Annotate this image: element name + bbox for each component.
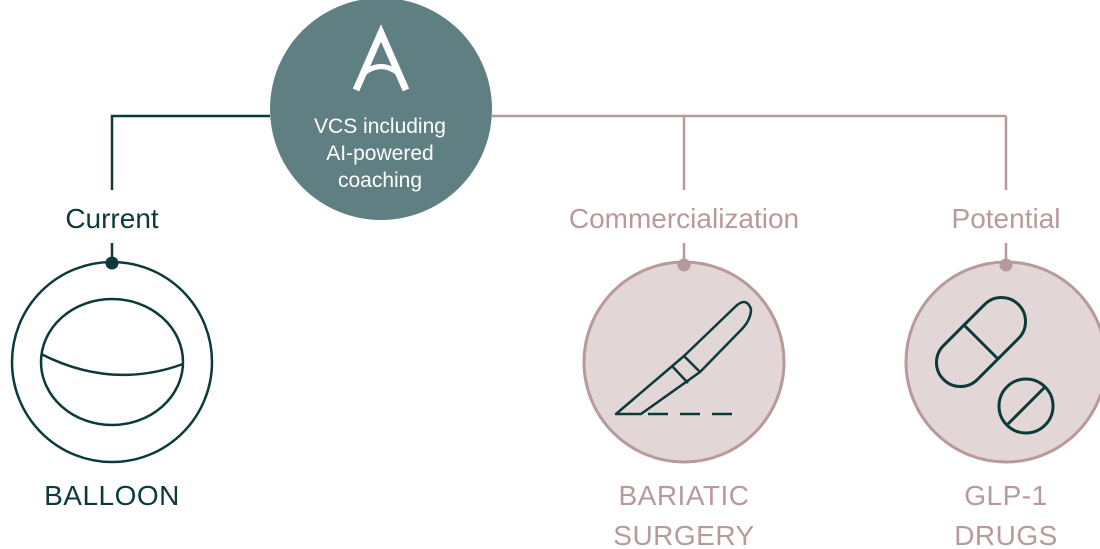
connector-future xyxy=(492,114,1008,263)
glp1-connector-dot xyxy=(999,258,1013,272)
pills-icon xyxy=(934,295,1055,435)
letter-a-logo-icon xyxy=(352,24,410,92)
glp1-label-line-2: DRUGS xyxy=(954,520,1058,549)
bariatric-label-line-1: BARIATIC xyxy=(618,480,749,511)
connector-current xyxy=(110,114,270,263)
hub-text-line-1: VCS including xyxy=(314,115,446,138)
item-glp1-drugs: GLP-1 DRUGS xyxy=(904,258,1100,549)
stage-label-current: Current xyxy=(65,203,159,234)
item-balloon: BALLOON xyxy=(10,256,214,511)
hub-text-line-2: AI-powered xyxy=(326,142,433,165)
bariatric-circle xyxy=(582,260,786,464)
balloon-connector-dot xyxy=(105,256,119,270)
bariatric-connector-dot xyxy=(677,258,691,272)
item-bariatric-surgery: BARIATIC SURGERY xyxy=(582,258,786,549)
scalpel-icon xyxy=(614,300,753,416)
balloon-label: BALLOON xyxy=(44,480,180,511)
hub-circle xyxy=(270,0,492,220)
bariatric-label-line-2: SURGERY xyxy=(613,520,754,549)
balloon-icon xyxy=(39,297,185,427)
hub-node: VCS including AI-powered coaching xyxy=(270,0,492,220)
glp1-label-line-1: GLP-1 xyxy=(964,480,1047,511)
hub-text-line-3: coaching xyxy=(338,169,422,192)
stage-label-potential: Potential xyxy=(952,203,1061,234)
stage-label-commercialization: Commercialization xyxy=(569,203,799,234)
